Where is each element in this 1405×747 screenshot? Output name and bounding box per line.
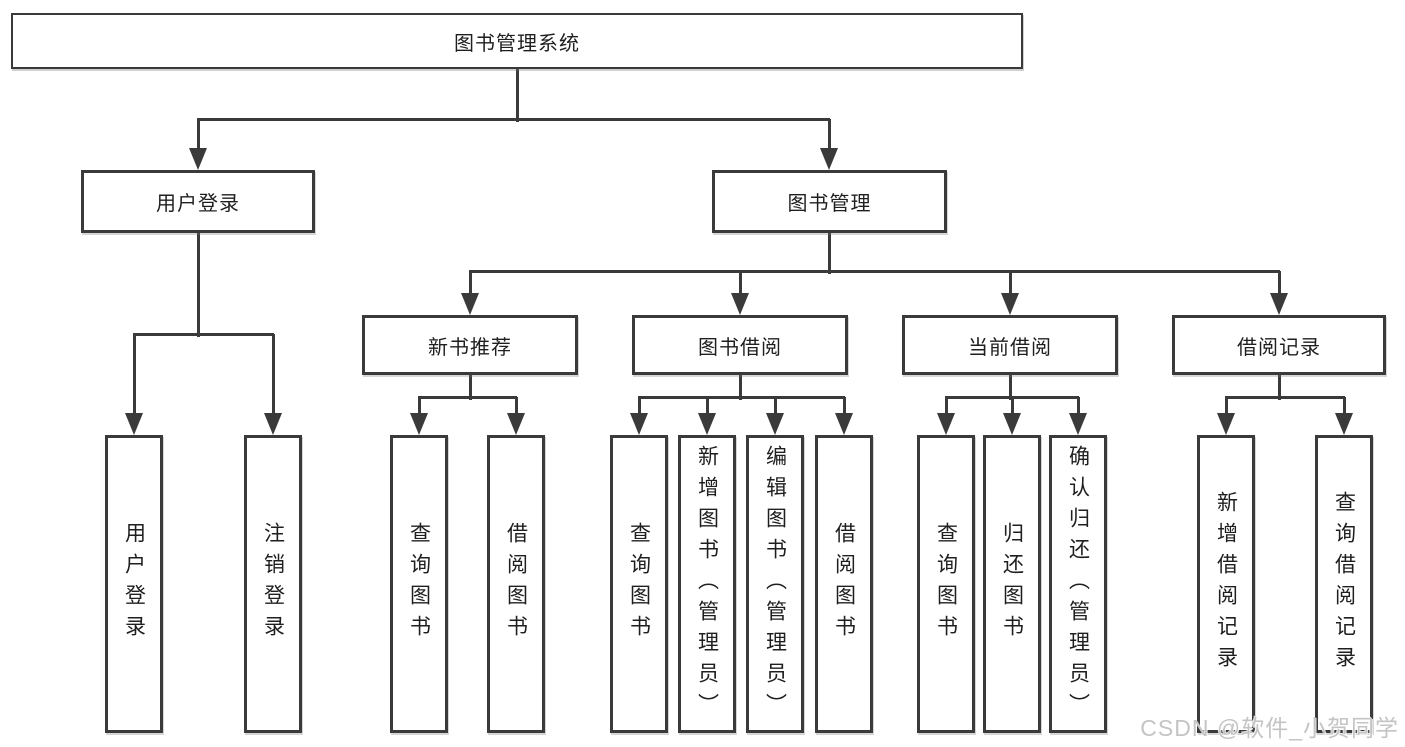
connector-vline <box>515 397 518 415</box>
arrow-down-icon <box>1001 293 1019 315</box>
leaf-query-books-recommend: 查询图书 <box>390 435 448 733</box>
connector-vline <box>469 271 472 295</box>
leaf-query-borrow-record: 查询借阅记录 <box>1315 435 1373 733</box>
node-book-management: 图书管理 <box>712 170 947 233</box>
connector-vline <box>706 397 709 415</box>
leaf-label: 查询图书 <box>407 522 431 646</box>
node-new-book-recommend: 新书推荐 <box>362 315 578 375</box>
arrow-down-icon <box>820 148 838 170</box>
node-label: 用户登录 <box>156 193 240 215</box>
connector-vline <box>469 375 472 400</box>
connector-vline <box>1011 397 1014 415</box>
connector-vline <box>272 334 275 415</box>
node-label: 图书借阅 <box>698 336 782 359</box>
arrow-down-icon <box>1335 413 1353 435</box>
node-book-borrowing: 图书借阅 <box>632 315 848 375</box>
arrow-down-icon <box>1217 413 1235 435</box>
node-label: 借阅记录 <box>1237 336 1321 359</box>
leaf-label: 归还图书 <box>1000 522 1024 646</box>
arrow-down-icon <box>937 413 955 435</box>
arrow-down-icon <box>461 293 479 315</box>
connector-vline <box>197 233 200 337</box>
node-label: 图书管理系统 <box>454 32 580 55</box>
leaf-label: 查询借阅记录 <box>1332 491 1356 677</box>
leaf-edit-book-admin: 编辑图书（管理员） <box>746 435 804 733</box>
leaf-return-book: 归还图书 <box>983 435 1041 733</box>
node-current-borrowing: 当前借阅 <box>902 315 1118 375</box>
connector-vline <box>828 233 831 274</box>
connector-vline <box>638 397 641 415</box>
connector-vline <box>1077 397 1080 415</box>
arrow-down-icon <box>766 413 784 435</box>
arrow-down-icon <box>125 413 143 435</box>
connector-vline <box>197 119 200 150</box>
node-label: 图书管理 <box>787 193 872 215</box>
connector-vline <box>516 69 519 122</box>
leaf-query-books-borrow: 查询图书 <box>610 435 668 733</box>
connector-vline <box>1009 271 1012 295</box>
connector-hline <box>469 270 1280 273</box>
csdn-watermark: CSDN @软件_小贺同学 <box>1140 715 1399 741</box>
node-user-login: 用户登录 <box>81 170 315 233</box>
connector-vline <box>418 397 421 415</box>
leaf-user-login: 用户登录 <box>105 435 163 733</box>
leaf-label: 新增借阅记录 <box>1214 491 1238 677</box>
leaf-label: 注销登录 <box>261 522 285 646</box>
arrow-down-icon <box>698 413 716 435</box>
arrow-down-icon <box>1069 413 1087 435</box>
connector-vline <box>133 334 136 415</box>
leaf-label: 查询图书 <box>627 522 651 646</box>
leaf-label: 确认归还（管理员） <box>1066 444 1090 724</box>
leaf-label: 查询图书 <box>934 522 958 646</box>
connector-vline <box>739 375 742 400</box>
connector-hline <box>133 333 274 336</box>
arrow-down-icon <box>410 413 428 435</box>
leaf-label: 编辑图书（管理员） <box>763 444 787 724</box>
arrow-down-icon <box>731 293 749 315</box>
leaf-logout: 注销登录 <box>244 435 302 733</box>
connector-vline <box>1009 375 1012 400</box>
arrow-down-icon <box>630 413 648 435</box>
connector-vline <box>739 271 742 295</box>
leaf-borrow-books-recommend: 借阅图书 <box>487 435 545 733</box>
connector-hline <box>418 396 517 399</box>
connector-vline <box>1278 271 1281 295</box>
connector-vline <box>945 397 948 415</box>
connector-vline <box>843 397 846 415</box>
connector-vline <box>1343 397 1346 415</box>
connector-vline <box>1225 397 1228 415</box>
leaf-add-book-admin: 新增图书（管理员） <box>678 435 736 733</box>
connector-vline <box>1278 375 1281 400</box>
arrow-down-icon <box>1270 293 1288 315</box>
leaf-label: 用户登录 <box>122 522 146 646</box>
leaf-add-borrow-record: 新增借阅记录 <box>1197 435 1255 733</box>
leaf-label: 借阅图书 <box>504 522 528 646</box>
leaf-label: 借阅图书 <box>832 522 856 646</box>
arrow-down-icon <box>189 148 207 170</box>
connector-vline <box>828 119 831 150</box>
arrow-down-icon <box>835 413 853 435</box>
node-label: 新书推荐 <box>428 336 512 359</box>
arrow-down-icon <box>264 413 282 435</box>
arrow-down-icon <box>1003 413 1021 435</box>
leaf-query-books-current: 查询图书 <box>917 435 975 733</box>
leaf-confirm-return-admin: 确认归还（管理员） <box>1049 435 1107 733</box>
node-label: 当前借阅 <box>968 336 1052 359</box>
connector-hline <box>1225 396 1345 399</box>
leaf-borrow-books: 借阅图书 <box>815 435 873 733</box>
node-library-system: 图书管理系统 <box>11 13 1023 69</box>
arrow-down-icon <box>507 413 525 435</box>
connector-vline <box>774 397 777 415</box>
node-borrowing-records: 借阅记录 <box>1172 315 1386 375</box>
leaf-label: 新增图书（管理员） <box>695 444 719 724</box>
connector-hline <box>638 396 845 399</box>
connector-hline <box>197 118 830 121</box>
